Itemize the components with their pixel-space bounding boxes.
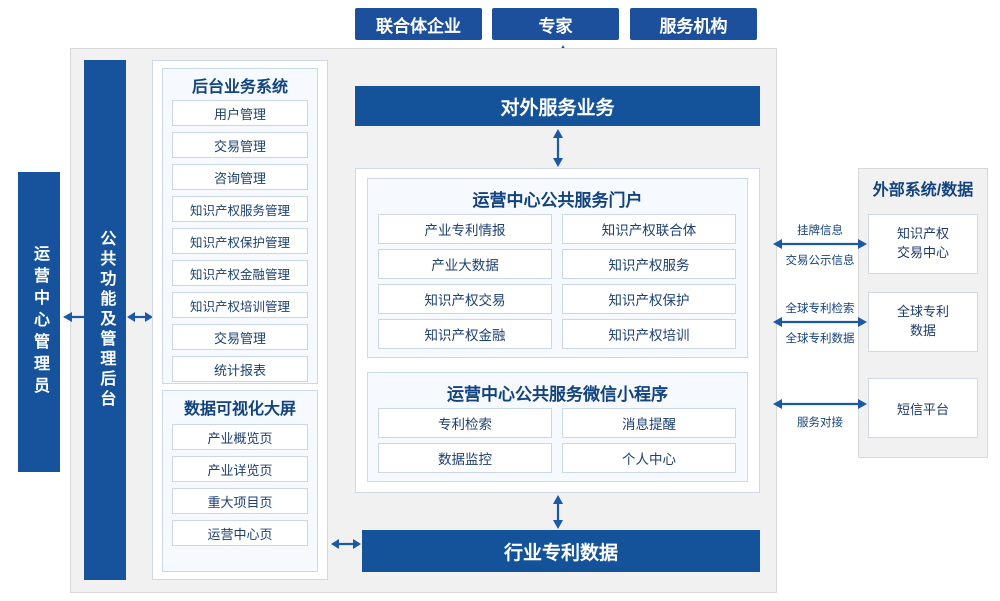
portal-item-0[interactable]: 产业专利情报 (378, 214, 552, 244)
portal-item-label: 知识产权培训 (608, 328, 690, 343)
visualization-item-2[interactable]: 重大项目页 (172, 488, 308, 514)
portal-item-label: 产业大数据 (431, 258, 499, 273)
arrow-to-global-patent (772, 310, 868, 334)
backend-system-title: 后台业务系统 (162, 72, 318, 98)
portal-item-2[interactable]: 产业大数据 (378, 249, 552, 279)
portal-item-5[interactable]: 知识产权保护 (562, 284, 736, 314)
visualization-item-1[interactable]: 产业详览页 (172, 456, 308, 482)
portal-item-label: 产业专利情报 (424, 223, 506, 238)
backend-item-2[interactable]: 咨询管理 (172, 164, 308, 190)
visualization-item-0[interactable]: 产业概览页 (172, 424, 308, 450)
link-label-text: 服务对接 (797, 417, 843, 429)
external-systems-title: 外部系统/数据 (858, 176, 988, 200)
arrow-service-to-portal (543, 128, 573, 168)
portal-item-7[interactable]: 知识产权培训 (562, 319, 736, 349)
backend-item-8[interactable]: 统计报表 (172, 356, 308, 382)
link-label-text: 全球专利数据 (785, 333, 855, 345)
visualization-title: 数据可视化大屏 (162, 394, 318, 420)
miniprogram-item-label: 消息提醒 (622, 417, 676, 432)
visualization-item-label: 产业概览页 (207, 430, 273, 446)
link-label-service-connect: 服务对接 (772, 414, 868, 430)
link-label-global-data: 全球专利数据 (772, 330, 868, 346)
arrow-backend-to-panel (126, 305, 154, 329)
arrow-to-ip-exchange (772, 232, 868, 256)
link-label-global-search: 全球专利检索 (772, 300, 868, 316)
portal-title: 运营中心公共服务门户 (367, 184, 748, 212)
external-item-ip-exchange[interactable]: 知识产权交易中心 (868, 214, 978, 274)
top-entity-label: 联合体企业 (376, 16, 461, 36)
link-label-text: 交易公示信息 (785, 255, 855, 267)
visualization-item-label: 重大项目页 (207, 494, 273, 510)
industry-patent-data-label: 行业专利数据 (503, 542, 618, 564)
role-admin-column: 运营中心管理员 (18, 172, 60, 472)
arrow-visualization-to-data (330, 532, 362, 556)
link-label-guapai: 挂牌信息 (778, 222, 862, 238)
portal-item-label: 知识产权保护 (608, 293, 690, 308)
backend-item-label: 统计报表 (213, 362, 266, 378)
backend-item-label: 用户管理 (213, 106, 266, 122)
top-entity-label: 专家 (538, 16, 573, 36)
external-service-label: 对外服务业务 (500, 97, 615, 119)
link-label-jiaoyigongshi: 交易公示信息 (772, 252, 868, 268)
role-admin-label: 运营中心管理员 (31, 245, 48, 399)
backend-item-5[interactable]: 知识产权金融管理 (172, 260, 308, 286)
portal-item-label: 知识产权联合体 (601, 223, 697, 238)
link-label-text: 全球专利检索 (785, 303, 855, 315)
external-service-bar: 对外服务业务 (355, 86, 760, 126)
external-item-label: 知识产权交易中心 (896, 226, 949, 260)
portal-item-label: 知识产权服务 (608, 258, 690, 273)
backend-item-0[interactable]: 用户管理 (172, 100, 308, 126)
link-label-text: 挂牌信息 (797, 225, 843, 237)
portal-item-label: 知识产权金融 (424, 328, 506, 343)
external-systems-title-text: 外部系统/数据 (872, 182, 974, 199)
miniprogram-item-2[interactable]: 数据监控 (378, 443, 552, 473)
top-entity-zhuanjia[interactable]: 专家 (492, 8, 619, 40)
miniprogram-item-label: 个人中心 (622, 452, 676, 467)
external-item-sms[interactable]: 短信平台 (868, 378, 978, 438)
portal-item-4[interactable]: 知识产权交易 (378, 284, 552, 314)
common-backend-label: 公共功能及管理后台 (97, 230, 115, 410)
top-entity-lianheti[interactable]: 联合体企业 (355, 8, 482, 40)
visualization-item-label: 产业详览页 (207, 462, 273, 478)
backend-item-label: 知识产权培训管理 (189, 299, 290, 314)
backend-item-label: 知识产权服务管理 (189, 203, 290, 218)
backend-item-7[interactable]: 交易管理 (172, 324, 308, 350)
backend-item-label: 交易管理 (213, 330, 266, 346)
backend-item-4[interactable]: 知识产权保护管理 (172, 228, 308, 254)
miniprogram-item-1[interactable]: 消息提醒 (562, 408, 736, 438)
backend-item-3[interactable]: 知识产权服务管理 (172, 196, 308, 222)
arrow-to-sms (772, 392, 868, 416)
backend-item-label: 知识产权金融管理 (189, 267, 290, 282)
portal-item-6[interactable]: 知识产权金融 (378, 319, 552, 349)
backend-item-label: 咨询管理 (213, 170, 266, 186)
common-backend-column: 公共功能及管理后台 (84, 60, 126, 580)
portal-title-text: 运营中心公共服务门户 (472, 190, 643, 210)
top-entity-fuwujigou[interactable]: 服务机构 (630, 8, 757, 40)
visualization-title-text: 数据可视化大屏 (183, 401, 296, 418)
miniprogram-item-0[interactable]: 专利检索 (378, 408, 552, 438)
backend-system-title-text: 后台业务系统 (191, 79, 288, 96)
visualization-item-3[interactable]: 运营中心页 (172, 520, 308, 546)
external-item-global-patent[interactable]: 全球专利数据 (868, 292, 978, 352)
miniprogram-item-label: 数据监控 (438, 452, 492, 467)
backend-item-label: 交易管理 (213, 138, 266, 154)
top-entity-label: 服务机构 (659, 16, 728, 36)
miniprogram-title-text: 运营中心公共服务微信小程序 (447, 384, 668, 404)
visualization-item-label: 运营中心页 (207, 526, 273, 542)
external-item-label: 全球专利数据 (896, 304, 949, 338)
miniprogram-item-3[interactable]: 个人中心 (562, 443, 736, 473)
arrow-portal-to-data (543, 494, 573, 530)
portal-item-3[interactable]: 知识产权服务 (562, 249, 736, 279)
backend-item-6[interactable]: 知识产权培训管理 (172, 292, 308, 318)
miniprogram-item-label: 专利检索 (438, 417, 492, 432)
miniprogram-title: 运营中心公共服务微信小程序 (367, 378, 748, 406)
backend-item-1[interactable]: 交易管理 (172, 132, 308, 158)
portal-item-1[interactable]: 知识产权联合体 (562, 214, 736, 244)
portal-item-label: 知识产权交易 (424, 293, 506, 308)
industry-patent-data-bar: 行业专利数据 (362, 530, 760, 572)
external-item-label: 短信平台 (896, 401, 949, 417)
backend-item-label: 知识产权保护管理 (189, 235, 290, 250)
